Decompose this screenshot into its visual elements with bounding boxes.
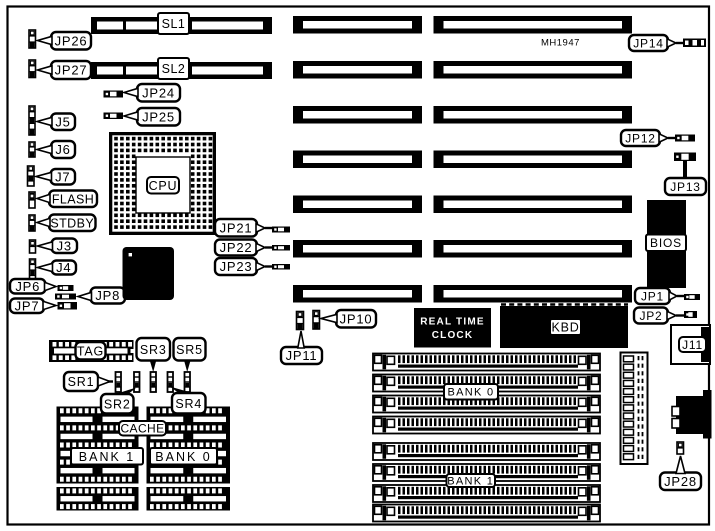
- svg-text:KBD: KBD: [551, 321, 579, 335]
- svg-text:CPU: CPU: [149, 179, 178, 193]
- svg-text:JP27: JP27: [55, 63, 88, 78]
- svg-text:BIOS: BIOS: [650, 236, 682, 250]
- svg-text:JP8: JP8: [95, 288, 120, 303]
- svg-text:REAL TIME: REAL TIME: [420, 317, 485, 328]
- svg-text:SR5: SR5: [176, 343, 203, 357]
- svg-text:CLOCK: CLOCK: [432, 330, 474, 341]
- svg-text:STDBY: STDBY: [50, 216, 94, 230]
- svg-text:JP24: JP24: [142, 85, 175, 100]
- svg-text:JP23: JP23: [220, 259, 253, 274]
- svg-text:JP26: JP26: [55, 33, 88, 48]
- svg-text:J4: J4: [56, 260, 71, 275]
- svg-text:BANK 0: BANK 0: [155, 450, 211, 464]
- svg-text:TAG: TAG: [77, 344, 104, 358]
- svg-text:JP6: JP6: [15, 279, 40, 294]
- svg-text:BANK 1: BANK 1: [79, 450, 135, 464]
- svg-text:BANK 1: BANK 1: [447, 475, 494, 487]
- svg-text:SR1: SR1: [68, 375, 95, 389]
- svg-text:JP13: JP13: [670, 180, 701, 194]
- svg-text:JP28: JP28: [664, 474, 697, 489]
- svg-text:J6: J6: [55, 142, 70, 157]
- svg-text:JP21: JP21: [220, 220, 253, 235]
- svg-text:J11: J11: [682, 338, 703, 352]
- svg-text:SR3: SR3: [140, 343, 167, 357]
- svg-text:SL1: SL1: [162, 17, 186, 31]
- svg-text:JP11: JP11: [286, 348, 318, 363]
- svg-text:SR2: SR2: [104, 397, 131, 411]
- svg-text:J7: J7: [55, 169, 70, 184]
- svg-text:MH1947: MH1947: [541, 38, 580, 49]
- svg-text:JP25: JP25: [142, 109, 175, 124]
- svg-text:CACHE: CACHE: [120, 422, 164, 436]
- svg-text:JP14: JP14: [633, 36, 664, 50]
- svg-text:SR4: SR4: [175, 397, 202, 411]
- svg-text:SL2: SL2: [162, 62, 186, 76]
- svg-text:JP12: JP12: [625, 131, 656, 145]
- svg-text:J5: J5: [55, 114, 70, 129]
- svg-text:JP7: JP7: [15, 298, 40, 313]
- svg-text:J3: J3: [57, 238, 72, 253]
- svg-text:FLASH: FLASH: [52, 192, 94, 206]
- svg-text:JP10: JP10: [340, 311, 373, 326]
- svg-text:BANK 0: BANK 0: [448, 387, 495, 399]
- svg-text:JP22: JP22: [220, 240, 253, 255]
- svg-text:JP1: JP1: [641, 289, 664, 303]
- svg-text:JP2: JP2: [639, 309, 662, 323]
